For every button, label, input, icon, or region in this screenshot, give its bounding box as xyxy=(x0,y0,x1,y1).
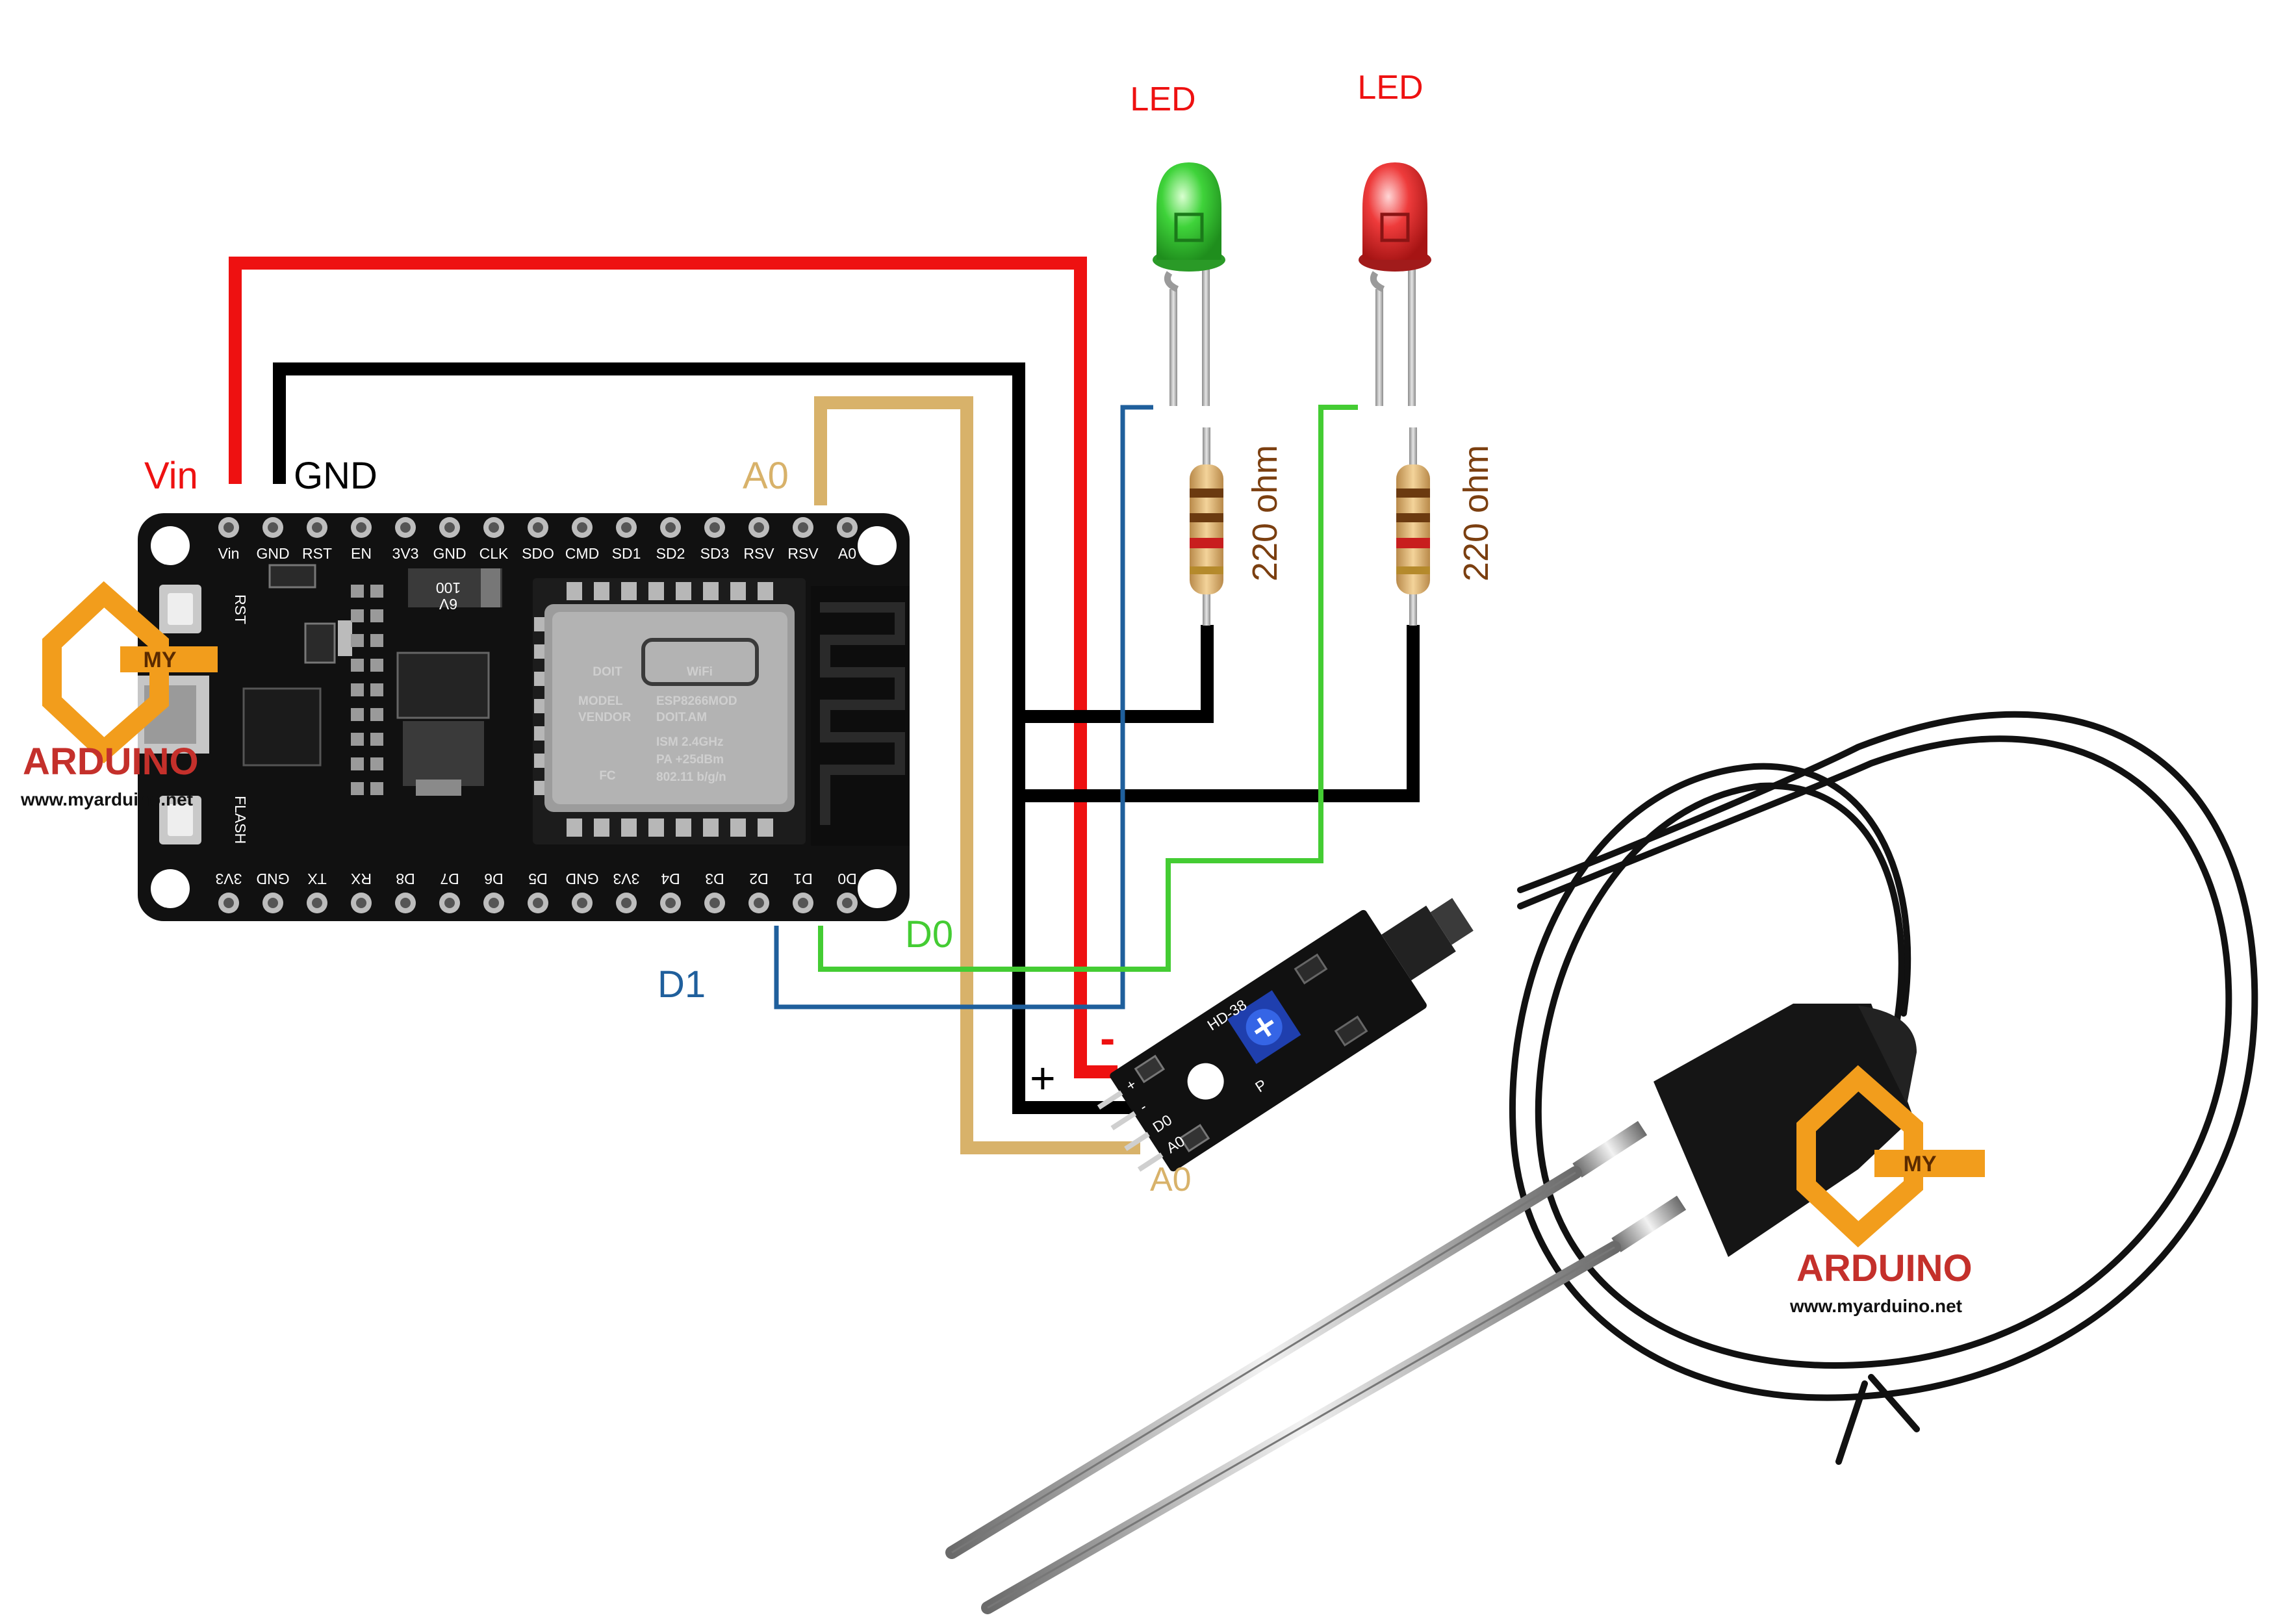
header-dots xyxy=(351,585,383,795)
top-pin-label: RSV xyxy=(743,545,774,562)
top-pin-label: SDO xyxy=(522,545,554,562)
bottom-pin-label: 3V3 xyxy=(613,870,640,887)
bottom-pin-label: D3 xyxy=(705,870,724,887)
fcc-logo: FC xyxy=(599,769,616,783)
watermark-right-name: ARDUINO xyxy=(1796,1247,1973,1289)
watermark-right-badge: MY xyxy=(1904,1152,1937,1176)
top-pin-label: SD2 xyxy=(656,545,685,562)
wires xyxy=(229,257,1420,1154)
bottom-pin-label: TX xyxy=(307,870,326,887)
led-label-red: LED xyxy=(1357,69,1423,107)
vin-wire xyxy=(229,257,1118,1078)
top-pin-label: RSV xyxy=(787,545,819,562)
top-pin-label: SD1 xyxy=(612,545,641,562)
d1-wire xyxy=(774,405,1153,1009)
voltage-regulator xyxy=(396,652,490,719)
top-pin-label: GND xyxy=(433,545,466,562)
bottom-pin-label: 3V3 xyxy=(216,870,242,887)
bottom-pin-label: D7 xyxy=(440,870,459,887)
d0-wire xyxy=(818,405,1358,972)
top-pin-label: GND xyxy=(256,545,289,562)
module-line-site: DOIT.AM xyxy=(656,711,707,724)
bottom-pin-label: GND xyxy=(256,870,289,887)
bottom-pin-label: D6 xyxy=(484,870,503,887)
resistor-red-led xyxy=(1396,427,1430,626)
soil-sensor-module: HD-38 P + - D0 A0 xyxy=(1097,898,1474,1172)
wifi-logo: WiFi xyxy=(687,665,713,679)
vin-label: Vin xyxy=(144,455,198,497)
bottom-pin-label: D8 xyxy=(396,870,415,887)
top-pin-label: SD3 xyxy=(700,545,730,562)
bottom-pin-label: D2 xyxy=(749,870,768,887)
a0-wire xyxy=(814,396,1140,1154)
resistor-green-led xyxy=(1190,427,1223,626)
soil-probe xyxy=(945,1004,1917,1614)
resistor-label-2: 220 ohm xyxy=(1457,445,1496,581)
module-castellations xyxy=(534,582,773,837)
resistor-label-1: 220 ohm xyxy=(1246,445,1284,581)
top-pin-label: RST xyxy=(302,545,332,562)
minus-label: - xyxy=(1100,1013,1115,1063)
flash-label: FLASH xyxy=(232,796,249,844)
module-line-name: ESP8266MOD xyxy=(656,694,737,708)
top-pin-label: 3V3 xyxy=(392,545,419,562)
gnd-branch-green-led xyxy=(1019,625,1214,723)
module-line-pa: PA +25dBm xyxy=(656,753,724,767)
d0-label: D0 xyxy=(905,913,953,956)
top-pin-label: EN xyxy=(351,545,372,562)
rst-label: RST xyxy=(232,594,249,624)
a0-top-label: A0 xyxy=(743,455,789,497)
watermark-right: MY ARDUINO www.myarduino.net xyxy=(1789,1065,1985,1316)
top-pin-label: CMD xyxy=(565,545,599,562)
top-pin-pads xyxy=(218,517,858,538)
esp8266-module: DOIT WiFi MODEL ESP8266MOD VENDOR DOIT.A… xyxy=(533,578,910,846)
gnd-branch-red-led xyxy=(1019,625,1420,802)
top-pin-label: A0 xyxy=(838,545,856,562)
top-pin-label: CLK xyxy=(479,545,509,562)
module-line-vendor: VENDOR xyxy=(578,711,632,724)
watermark-left-url: www.myarduino.net xyxy=(20,789,193,809)
module-line-std: 802.11 b/g/n xyxy=(656,770,726,784)
watermark-left-name: ARDUINO xyxy=(23,741,199,783)
led-label-green: LED xyxy=(1130,81,1195,118)
module-line-model: MODEL xyxy=(578,694,623,708)
red-led xyxy=(1359,162,1431,406)
module-line-ism: ISM 2.4GHz xyxy=(656,735,723,749)
sensor-cable xyxy=(1509,711,2258,1465)
capacitor-value: 100 xyxy=(436,579,461,596)
d1-label: D1 xyxy=(658,963,706,1006)
green-led xyxy=(1153,162,1225,406)
doit-brand: DOIT xyxy=(593,665,622,679)
bottom-pin-label: D0 xyxy=(837,870,856,887)
bottom-pin-label: D5 xyxy=(528,870,547,887)
bottom-pin-labels: 3V3 GND TX RX D8 D7 D6 D5 GND 3V3 D4 D3 D2 D1 D0 xyxy=(216,870,857,887)
watermark-right-url: www.myarduino.net xyxy=(1789,1296,1962,1316)
capacitor-voltage: 6V xyxy=(439,596,457,613)
top-pin-labels: Vin GND RST EN 3V3 GND CLK SDO CMD SD1 SD2 SD3 RSV RS… xyxy=(218,545,856,562)
bottom-pin-label: GND xyxy=(565,870,598,887)
plus-label: + xyxy=(1030,1054,1056,1103)
a0-sensor-label: A0 xyxy=(1150,1161,1192,1199)
bottom-pin-label: D4 xyxy=(661,870,680,887)
bottom-pin-label: RX xyxy=(351,870,372,887)
top-pin-label: Vin xyxy=(218,545,240,562)
bottom-pin-label: D1 xyxy=(793,870,812,887)
usb-serial-chip xyxy=(242,687,322,767)
gnd-label: GND xyxy=(294,455,377,497)
bottom-pin-pads xyxy=(218,893,858,913)
watermark-left-badge: MY xyxy=(144,648,177,672)
gnd-wire xyxy=(273,362,1140,1114)
watermark-left: MY ARDUINO www.myarduino.net xyxy=(20,581,218,809)
